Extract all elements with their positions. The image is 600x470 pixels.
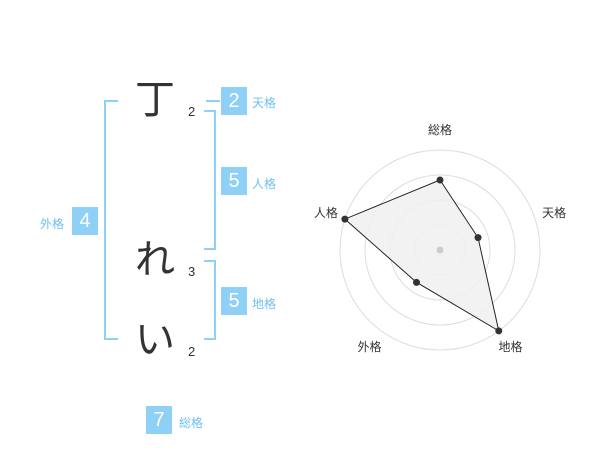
- radar-ring: [364, 174, 516, 326]
- radar-point: [436, 176, 444, 184]
- radar-axis-label: 人格: [314, 205, 338, 220]
- tenkaku-badge: 2: [221, 87, 247, 115]
- chikaku-badge: 5: [221, 287, 247, 315]
- radar-point: [341, 215, 349, 223]
- radar-point: [495, 327, 503, 335]
- name-char-3: い: [135, 317, 175, 363]
- radar-axis-label: 総格: [428, 122, 452, 137]
- tenkaku-connector: [206, 100, 220, 102]
- gaikaku-bracket-bottom: [104, 338, 118, 340]
- name-char-2: れ: [135, 237, 175, 283]
- radar-center-dot: [436, 246, 444, 254]
- stroke-count-1: 2: [188, 104, 196, 119]
- soukaku-badge: 7: [146, 406, 172, 434]
- tenkaku-label: 天格: [252, 96, 277, 110]
- jinkaku-label: 人格: [252, 177, 277, 191]
- radar-point: [412, 278, 420, 286]
- soukaku-label: 総格: [179, 416, 204, 430]
- radar-point: [474, 234, 482, 242]
- name-char-1: 丁: [135, 77, 175, 123]
- stroke-count-2: 3: [188, 264, 196, 279]
- jinkaku-bracket-top: [204, 110, 216, 112]
- radar-axis-label: 外格: [357, 339, 381, 354]
- stroke-count-3: 2: [188, 344, 196, 359]
- gaikaku-bracket-vertical: [104, 100, 106, 340]
- radar-axis-label: 天格: [542, 205, 566, 220]
- jinkaku-bracket-vertical: [214, 110, 216, 250]
- radar-polygon: [343, 179, 500, 332]
- gaikaku-badge: 4: [72, 207, 98, 235]
- chikaku-bracket-vertical: [214, 260, 216, 340]
- radar-axis-label: 地格: [499, 339, 523, 354]
- gaikaku-label: 外格: [40, 217, 65, 231]
- jinkaku-badge: 5: [221, 167, 247, 195]
- radar-ring: [339, 149, 541, 351]
- chikaku-bracket-bottom: [204, 338, 216, 340]
- gaikaku-bracket-top: [104, 100, 118, 102]
- chikaku-bracket-top: [204, 260, 216, 262]
- jinkaku-bracket-bottom: [204, 248, 216, 250]
- chikaku-label: 地格: [252, 297, 277, 311]
